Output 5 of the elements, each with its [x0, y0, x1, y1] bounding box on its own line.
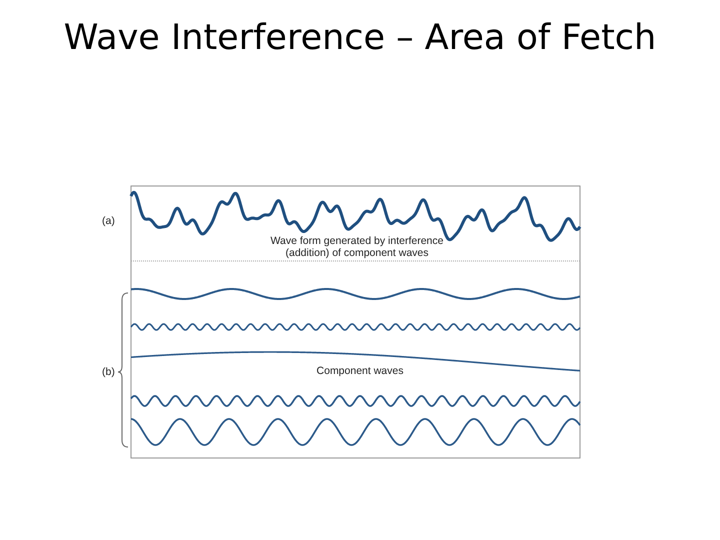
- title: Wave Interference – Area of Fetch: [62, 17, 658, 60]
- panel-label: (a): [102, 215, 115, 227]
- caption-text: Wave form generated by interference (addition) of component waves: [270, 235, 444, 259]
- caption-text: Component waves: [316, 365, 404, 377]
- panel-label: (b): [102, 366, 115, 378]
